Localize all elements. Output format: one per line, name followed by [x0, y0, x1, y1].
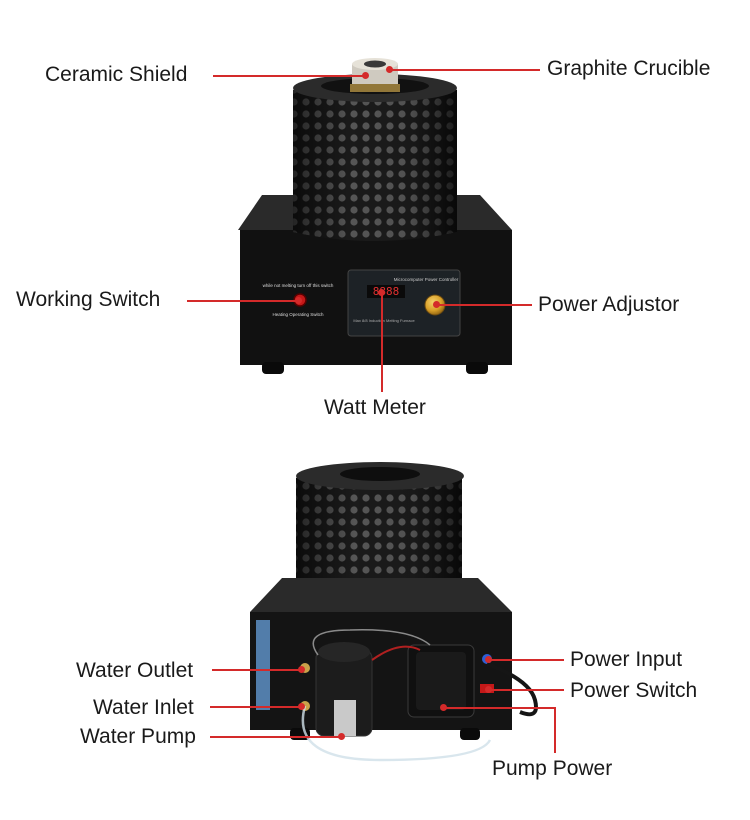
leader-dot — [485, 656, 492, 663]
leader-line — [381, 292, 383, 392]
switch-caption-top: while not melting turn off this switch — [263, 283, 334, 288]
leader-line — [490, 689, 564, 691]
water-pump — [315, 649, 373, 737]
leader-dot — [485, 686, 492, 693]
leader-dot — [362, 72, 369, 79]
foot — [262, 362, 284, 374]
leader-dot — [298, 703, 305, 710]
water-pump-label: Water Pump — [80, 725, 196, 748]
water-outlet-label: Water Outlet — [76, 659, 194, 682]
power-switch-label: Power Switch — [570, 679, 698, 702]
leader-line — [490, 659, 564, 661]
ceramic-shield-label: Ceramic Shield — [45, 63, 188, 86]
leader-dot — [295, 297, 302, 304]
front-view-photo: while not melting turn off this switch H… — [238, 58, 512, 374]
watt-meter-label: Watt Meter — [324, 396, 426, 419]
leader-dot — [338, 733, 345, 740]
leader-dot — [386, 66, 393, 73]
leader-line — [187, 300, 297, 302]
leader-line — [437, 304, 532, 306]
leader-dot — [433, 301, 440, 308]
leader-line — [213, 75, 365, 77]
perforated-cage-rear — [296, 466, 462, 629]
leader-line — [390, 69, 540, 71]
rear-base-housing — [250, 612, 512, 730]
leader-line — [210, 736, 340, 738]
leader-dot — [298, 666, 305, 673]
controller-title: Microcomputer Power Controller — [394, 277, 459, 282]
blue-label — [256, 620, 270, 710]
power-input-label: Power Input — [570, 648, 683, 671]
watt-meter-display — [367, 285, 405, 298]
foot — [466, 362, 488, 374]
water-inlet-label: Water Inlet — [93, 696, 194, 719]
leader-line — [554, 707, 556, 753]
leader-line — [444, 707, 556, 709]
leader-line — [210, 706, 300, 708]
controller-footer: Max 8/8 Induction Melting Furnace — [353, 318, 415, 323]
leader-line — [212, 669, 300, 671]
pump-power-label: Pump Power — [492, 757, 613, 780]
switch-caption-bottom: Heating Operating Switch — [272, 312, 324, 317]
working-switch-label: Working Switch — [16, 288, 161, 311]
graphite-crucible-label: Graphite Crucible — [547, 57, 711, 80]
power-adjustor-label: Power Adjustor — [538, 293, 680, 316]
graphite-crucible — [364, 60, 386, 68]
leader-dot — [440, 704, 447, 711]
watt-meter-digits: 8888 — [373, 285, 400, 298]
leader-dot — [378, 289, 385, 296]
